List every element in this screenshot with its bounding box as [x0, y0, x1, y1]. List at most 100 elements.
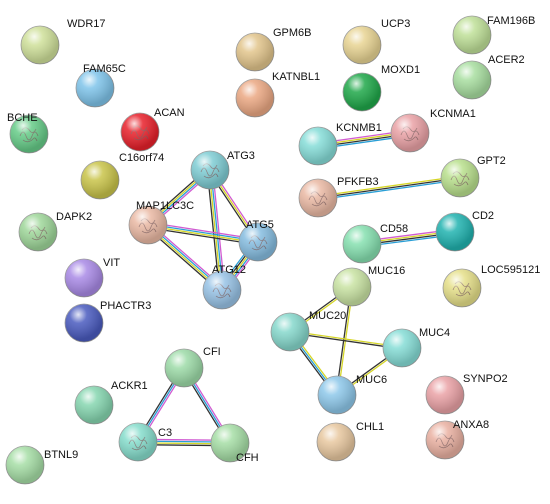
edge-strand: [212, 169, 226, 290]
node-label-kcnma1: KCNMA1: [430, 108, 476, 120]
node-gloss: [443, 269, 481, 307]
node-acan[interactable]: [120, 112, 160, 152]
node-cd2[interactable]: [435, 212, 475, 252]
node-atg3[interactable]: [190, 150, 230, 190]
node-gloss: [236, 79, 274, 117]
node-gloss: [426, 376, 464, 414]
node-gloss: [391, 114, 429, 152]
edge-PFKFB3-GPT2[interactable]: [317, 175, 461, 201]
node-cfh[interactable]: [210, 423, 250, 463]
node-muc6[interactable]: [317, 375, 357, 415]
node-label-fam65c: FAM65C: [83, 63, 126, 75]
node-gloss: [121, 113, 159, 151]
node-gloss: [318, 376, 356, 414]
node-gloss: [317, 423, 355, 461]
node-gloss: [81, 161, 119, 199]
node-label-btnl9: BTNL9: [44, 449, 78, 461]
node-gloss: [441, 159, 479, 197]
node-gloss: [65, 304, 103, 342]
node-atg5[interactable]: [238, 222, 278, 262]
node-muc16[interactable]: [332, 267, 372, 307]
node-label-atg12: ATG12: [212, 264, 246, 276]
node-gloss: [203, 271, 241, 309]
node-gloss: [343, 73, 381, 111]
node-label-atg3: ATG3: [227, 150, 255, 162]
node-gloss: [239, 223, 277, 261]
node-label-gpm6b: GPM6B: [273, 27, 312, 39]
node-gloss: [453, 16, 491, 54]
node-cd58[interactable]: [342, 224, 382, 264]
node-pfkfb3[interactable]: [298, 178, 338, 218]
node-dapk2[interactable]: [18, 212, 58, 252]
node-gloss: [299, 179, 337, 217]
node-gpt2[interactable]: [440, 158, 480, 198]
edge-strand: [318, 179, 461, 201]
node-gloss: [129, 206, 167, 244]
node-label-vit: VIT: [103, 257, 120, 269]
node-vit[interactable]: [64, 258, 104, 298]
node-label-muc6: MUC6: [356, 374, 387, 386]
node-fam65c[interactable]: [75, 68, 115, 108]
node-btnl9[interactable]: [5, 445, 45, 485]
node-wdr17[interactable]: [20, 25, 60, 65]
node-gloss: [343, 26, 381, 64]
node-acer2[interactable]: [452, 60, 492, 100]
node-label-acer2: ACER2: [488, 54, 525, 66]
node-muc20[interactable]: [270, 312, 310, 352]
node-gloss: [165, 349, 203, 387]
node-label-gpt2: GPT2: [477, 155, 506, 167]
node-gloss: [10, 115, 48, 153]
node-gloss: [21, 26, 59, 64]
node-gloss: [211, 424, 249, 462]
node-map1lc3c[interactable]: [128, 205, 168, 245]
node-phactr3[interactable]: [64, 303, 104, 343]
node-label-anxa8: ANXA8: [453, 419, 489, 431]
edge-ATG3-ATG12[interactable]: [206, 169, 226, 291]
node-muc4[interactable]: [382, 328, 422, 368]
node-gloss: [119, 423, 157, 461]
node-kcnmb1[interactable]: [298, 126, 338, 166]
node-synpo2[interactable]: [425, 375, 465, 415]
node-label-phactr3: PHACTR3: [100, 300, 151, 312]
node-label-kcnmb1: KCNMB1: [336, 122, 382, 134]
node-loc595121[interactable]: [442, 268, 482, 308]
edge-strand: [317, 177, 461, 199]
node-atg12[interactable]: [202, 270, 242, 310]
node-kcnma1[interactable]: [390, 113, 430, 153]
node-label-pfkfb3: PFKFB3: [337, 176, 379, 188]
node-label-cfi: CFI: [203, 346, 221, 358]
node-label-map1lc3c: MAP1LC3C: [136, 200, 194, 212]
node-label-ackr1: ACKR1: [111, 380, 148, 392]
node-ackr1[interactable]: [74, 385, 114, 425]
node-label-moxd1: MOXD1: [381, 64, 420, 76]
node-label-cd58: CD58: [380, 223, 408, 235]
node-c3[interactable]: [118, 422, 158, 462]
node-bche[interactable]: [9, 114, 49, 154]
node-label-atg5: ATG5: [246, 219, 274, 231]
node-moxd1[interactable]: [342, 72, 382, 112]
node-fam196b[interactable]: [452, 15, 492, 55]
node-chl1[interactable]: [316, 422, 356, 462]
node-label-muc4: MUC4: [419, 327, 450, 339]
node-label-muc20: MUC20: [309, 310, 346, 322]
node-anxa8[interactable]: [425, 420, 465, 460]
node-label-synpo2: SYNPO2: [463, 373, 508, 385]
node-cfi[interactable]: [164, 348, 204, 388]
node-label-acan: ACAN: [154, 107, 185, 119]
node-gpm6b[interactable]: [235, 32, 275, 72]
node-label-bche: BCHE: [7, 112, 38, 124]
node-gloss: [191, 151, 229, 189]
node-label-ucp3: UCP3: [381, 18, 410, 30]
node-ucp3[interactable]: [342, 25, 382, 65]
node-gloss: [6, 446, 44, 484]
node-katnbl1[interactable]: [235, 78, 275, 118]
node-label-cd2: CD2: [472, 210, 494, 222]
node-gloss: [453, 61, 491, 99]
node-gloss: [75, 386, 113, 424]
node-label-chl1: CHL1: [356, 421, 384, 433]
node-gloss: [271, 313, 309, 351]
node-c16orf74[interactable]: [80, 160, 120, 200]
